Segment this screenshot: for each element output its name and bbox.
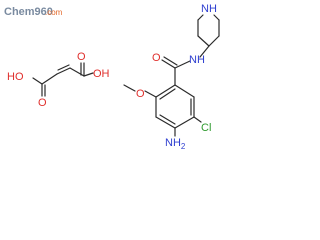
chemical-structure-diagram: HO O O OH O NH NH O NH2 Cl — [7, 3, 220, 150]
bond-carbonyl-o-double — [163, 56, 178, 66]
pip-bond-4 — [197, 14, 204, 21]
atom-chloro: Cl — [201, 122, 211, 134]
bond-carbonyl-o — [161, 59, 176, 69]
ring-bond-6-double — [159, 88, 176, 100]
benzamide-structure: O NH NH O NH2 Cl — [123, 3, 220, 150]
atom-ho-left: HO — [7, 71, 24, 83]
bond-c3-c4 — [69, 67, 85, 77]
bond-ho-c1 — [32, 77, 43, 85]
chem960-watermark-logo: Chem960 .com — [4, 3, 64, 19]
ring-bond-3 — [174, 116, 195, 129]
atom-piperidine-nh: NH — [201, 3, 217, 15]
ring-bond-1 — [174, 84, 195, 98]
pip-bond-6 — [197, 35, 210, 47]
ring-bond-6 — [155, 84, 176, 98]
ring-bond-4 — [155, 116, 176, 129]
bond-methoxy-ch3 — [123, 84, 136, 92]
atom-o-left: O — [38, 97, 47, 109]
watermark-domain: .com — [45, 8, 63, 17]
atom-oh-right: OH — [93, 68, 110, 80]
pip-bond-3 — [213, 14, 220, 21]
bond-carbonyl-n — [174, 60, 191, 69]
atom-amide-nh: NH — [189, 54, 205, 66]
pip-bond-1 — [208, 35, 220, 47]
bond-ring-methoxy-o — [144, 90, 157, 98]
atom-amine-nh2: NH2 — [165, 137, 186, 150]
ring-bond-4-double — [159, 114, 176, 125]
atom-o-right: O — [77, 51, 86, 63]
bond-ring-cl — [193, 116, 202, 123]
atom-methoxy-o: O — [136, 88, 145, 100]
atom-amide-o: O — [152, 52, 161, 64]
bond-c2-c3 — [56, 67, 71, 75]
fumaric-acid-structure: HO O O OH — [7, 51, 110, 109]
bond-c2-c3-double — [57, 64, 70, 71]
bond-c1-c2 — [41, 73, 58, 85]
bond-n-pip — [199, 45, 210, 58]
bond-c4-oh — [83, 72, 94, 77]
watermark-brand: Chem960 — [4, 6, 53, 18]
